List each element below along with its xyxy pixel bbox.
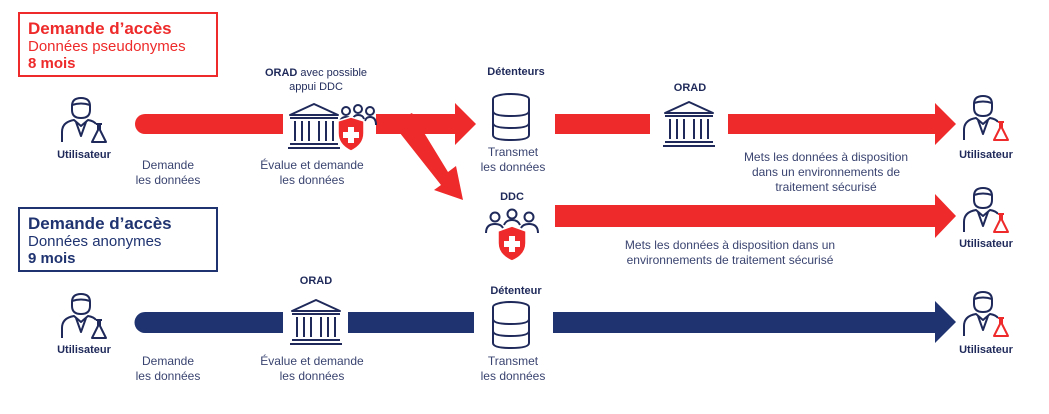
step-label-line: les données: [135, 173, 201, 187]
orad-rest-label: avec possible: [297, 67, 368, 79]
request-box-subtitle: Données anonymes: [28, 233, 162, 250]
request-box-subtitle: Données pseudonymes: [28, 38, 186, 55]
orad-bold-label: ORAD: [264, 67, 298, 79]
ddc-group-shield-icon: [485, 208, 539, 262]
user-scientist-icon: [963, 291, 1009, 337]
step-label-met-mid: Mets les données à disposition dans un e…: [590, 238, 870, 268]
user-label: Utilisateur: [57, 149, 111, 161]
request-box-pseudonymous: Demande d’accès Données pseudonymes 8 mo…: [18, 12, 218, 77]
top-arrow-orad-to-user: [728, 103, 956, 145]
step-label-line: Mets les données à disposition: [743, 150, 909, 164]
user-label: Utilisateur: [959, 149, 1013, 161]
step-label-line: Demande: [141, 158, 195, 172]
user-scientist-icon: [61, 97, 107, 143]
user-label: Utilisateur: [57, 344, 111, 356]
bottom-bar-orad-to-holder: [348, 312, 474, 333]
mid-arrow-ddc-to-user: [555, 194, 956, 238]
step-label-transmet-bottom: Transmet les données: [468, 354, 558, 384]
step-label-met-top: Mets les données à disposition dans un e…: [726, 150, 926, 195]
user-label: Utilisateur: [959, 238, 1013, 250]
request-box-title: Demande d’accès: [28, 214, 172, 233]
bottom-arrow-holder-to-user: [553, 301, 956, 343]
top-bar-holders-to-orad: [555, 114, 650, 134]
step-label-line: les données: [480, 369, 546, 383]
step-label-line: les données: [279, 173, 345, 187]
step-label-line: les données: [480, 160, 546, 174]
request-box-duration: 8 mois: [28, 55, 76, 72]
request-box-title: Demande d’accès: [28, 19, 172, 38]
user-label: Utilisateur: [959, 344, 1013, 356]
orad-line2-label: appui DDC: [289, 81, 343, 93]
step-label-transmet-top: Transmet les données: [468, 145, 558, 175]
request-box-duration: 9 mois: [28, 250, 76, 267]
orad2-title: ORAD: [673, 82, 707, 94]
step-label-line: traitement sécurisé: [775, 180, 877, 194]
step-label-demande-top: Demande les données: [128, 158, 208, 188]
step-label-evalue-bottom: Évalue et demande les données: [252, 354, 372, 384]
institution-building-icon: [663, 101, 715, 147]
step-label-line: environnements de traitement sécurisé: [626, 253, 834, 267]
top-arrow-orad-to-holders: [376, 103, 476, 145]
step-label-line: Demande: [141, 354, 195, 368]
ddc-title: DDC: [500, 191, 524, 203]
step-label-line: les données: [279, 369, 345, 383]
top-bar-user-to-orad: [135, 114, 283, 134]
institution-building-icon: [288, 103, 377, 152]
database-icon: [492, 301, 530, 350]
holder-title: Détenteur: [490, 285, 542, 297]
step-label-line: dans un environnements de: [751, 165, 901, 179]
database-icon: [492, 93, 530, 142]
holders-title: Détenteurs: [487, 66, 545, 78]
orad-title-bottom: ORAD: [299, 275, 333, 287]
step-label-line: les données: [135, 369, 201, 383]
bottom-bar-user-to-orad: [134, 312, 283, 333]
step-label-line: Évalue et demande: [260, 354, 364, 368]
user-scientist-icon: [963, 95, 1009, 141]
step-label-line: Transmet: [487, 354, 539, 368]
user-scientist-icon: [61, 293, 107, 339]
top-arrow-orad-to-ddc: [392, 113, 463, 200]
orad-title-top: ORAD avec possible appui DDC: [256, 66, 376, 94]
request-box-anonymous: Demande d’accès Données anonymes 9 mois: [18, 207, 218, 272]
step-label-demande-bottom: Demande les données: [128, 354, 208, 384]
step-label-evalue-top: Évalue et demande les données: [252, 158, 372, 188]
step-label-line: Évalue et demande: [260, 158, 364, 172]
institution-building-icon: [290, 299, 342, 345]
step-label-line: Mets les données à disposition dans un: [624, 238, 836, 252]
user-scientist-icon: [963, 187, 1009, 233]
step-label-line: Transmet: [487, 145, 539, 159]
